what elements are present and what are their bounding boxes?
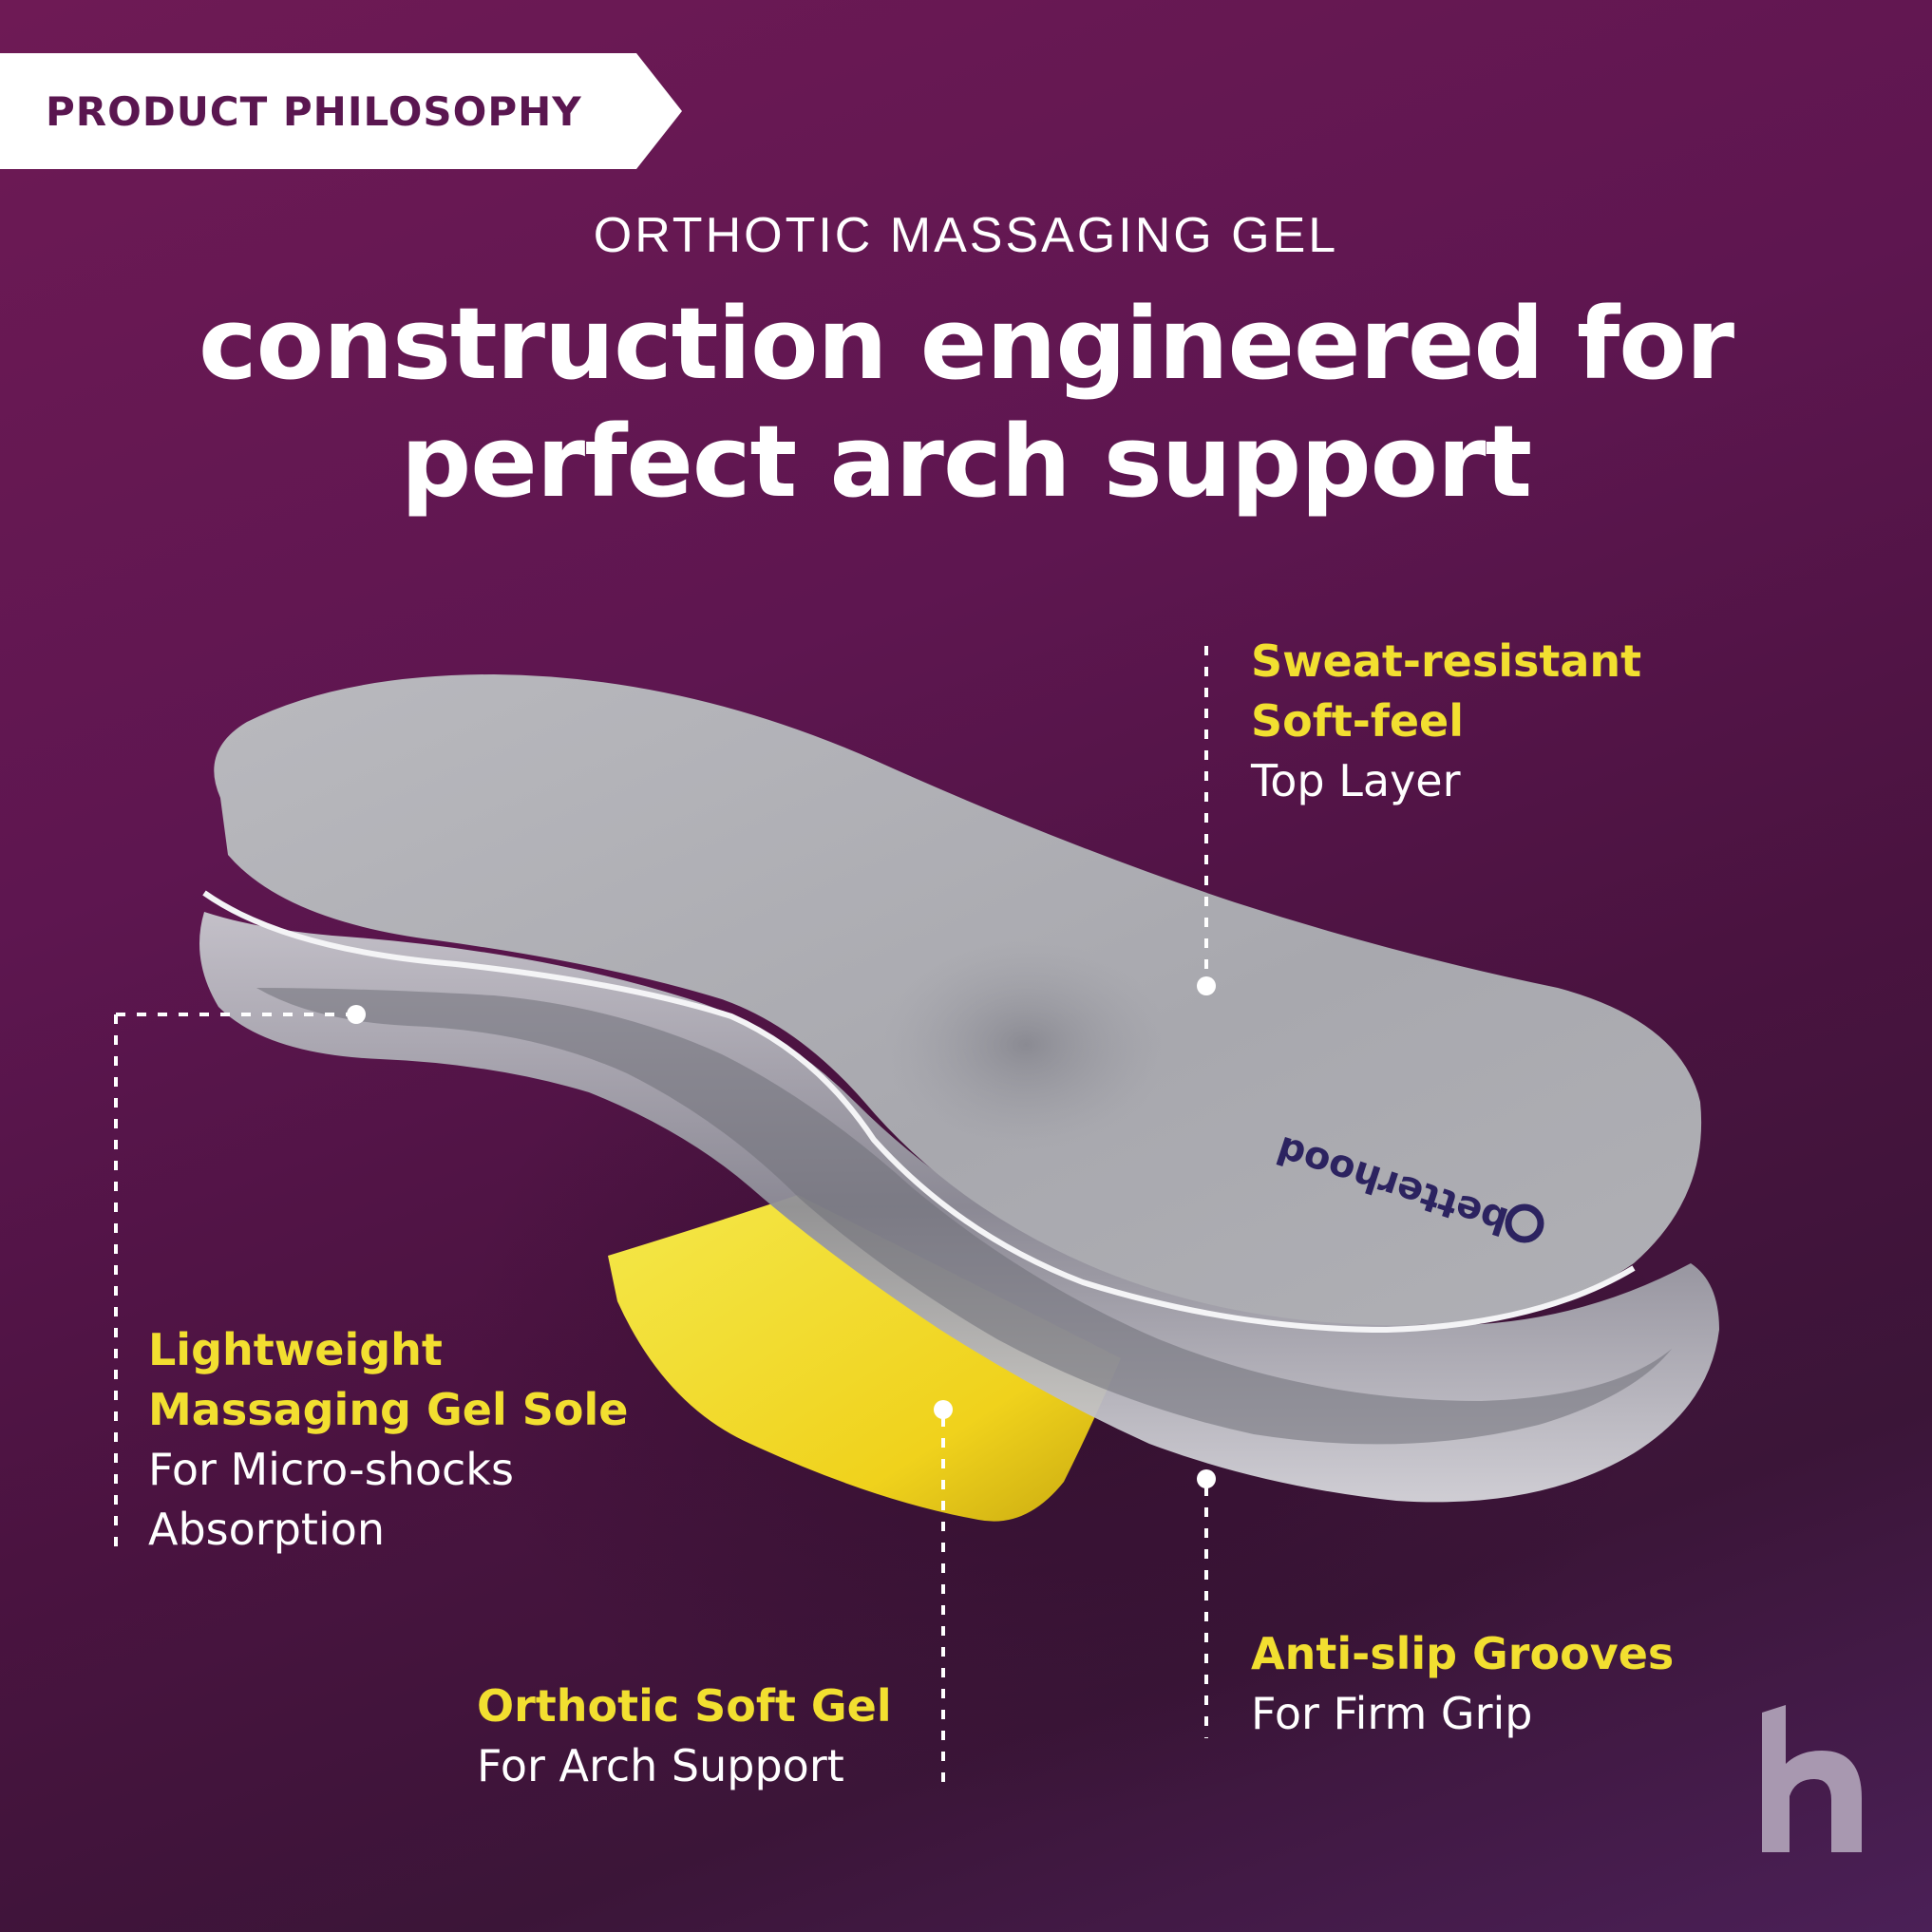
connector-gel-sole [114,1013,351,1548]
brand-logo-icon [1762,1705,1862,1852]
callout-gel-sole-subtitle-2: Absorption [148,1504,386,1555]
page-headline: construction engineered for perfect arch… [0,285,1932,521]
callout-top-layer: Sweat-resistant Soft-feel Top Layer [1251,632,1641,811]
headline-line-2: perfect arch support [400,404,1532,520]
connector-dot-top-layer [1197,976,1216,995]
connector-dot-gel-sole [347,1005,366,1024]
callout-grooves-subtitle: For Firm Grip [1251,1688,1533,1739]
callout-gel-sole-title-2: Massaging Gel Sole [148,1384,629,1435]
connector-dot-grooves [1197,1469,1216,1488]
callout-gel-sole: Lightweight Massaging Gel Sole For Micro… [148,1320,628,1560]
callout-top-layer-title-2: Soft-feel [1251,695,1465,747]
orthotic-soft-gel-shape [608,1195,1121,1522]
insole-brand-logo-icon [1505,1203,1544,1243]
category-tag-label: PRODUCT PHILOSOPHY [46,87,582,135]
top-layer-edge-highlight [202,890,1636,1334]
headline-line-1: construction engineered for [198,286,1734,402]
callout-soft-gel: Orthotic Soft Gel For Arch Support [477,1676,892,1796]
callout-soft-gel-title: Orthotic Soft Gel [477,1680,892,1732]
callout-top-layer-subtitle: Top Layer [1251,755,1461,806]
callout-top-layer-title-1: Sweat-resistant [1251,635,1642,687]
connector-dot-soft-gel [934,1400,953,1419]
callout-gel-sole-title-1: Lightweight [148,1324,443,1375]
page-eyebrow: ORTHOTIC MASSAGING GEL [593,208,1339,263]
arch-shadow [883,940,1168,1149]
callout-grooves-title: Anti-slip Grooves [1251,1628,1675,1679]
gel-sole-shape [199,912,1719,1503]
callout-grooves: Anti-slip Grooves For Firm Grip [1251,1624,1674,1744]
category-tag: PRODUCT PHILOSOPHY [0,53,682,169]
gel-sole-inner [256,988,1672,1445]
callout-gel-sole-subtitle-1: For Micro-shocks [148,1444,514,1495]
callout-soft-gel-subtitle: For Arch Support [477,1740,844,1791]
